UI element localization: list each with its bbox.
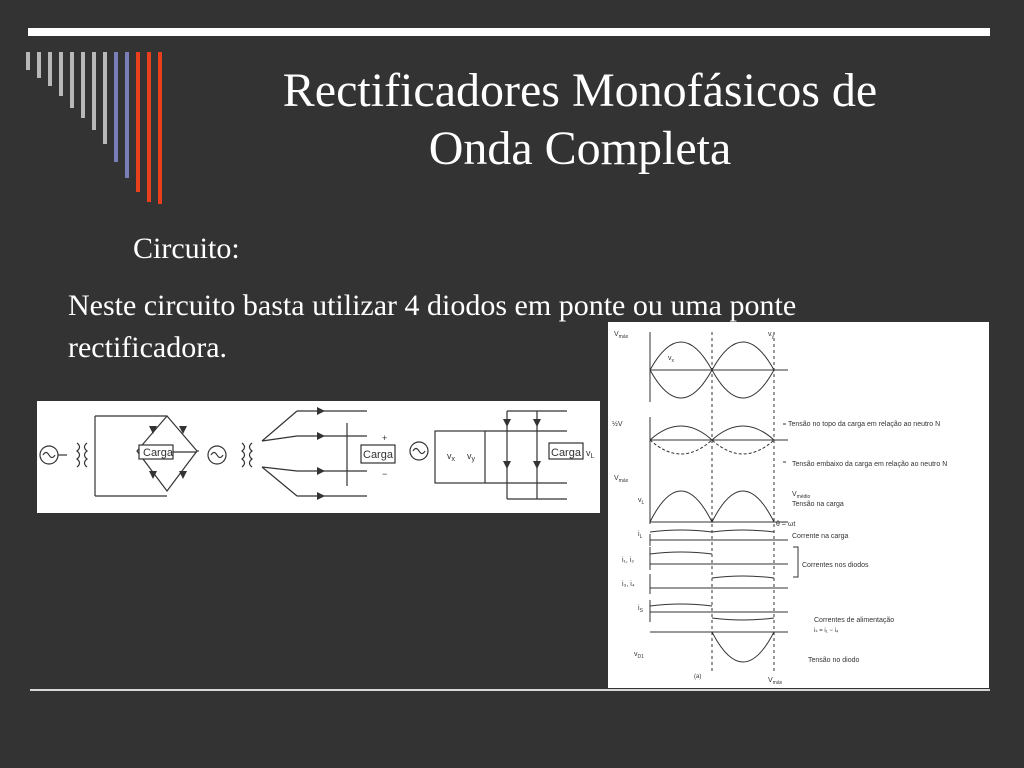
correntes-alimentacao-label: Correntes de alimentação	[814, 617, 894, 624]
circuit-schematics: Carga Carga Carga + − vx vy vL	[37, 401, 600, 513]
row-vd1-label: vD1	[634, 651, 644, 660]
alimentacao-equation: iₛ = i₁ − i₄	[814, 628, 839, 634]
wave-vx-label: vx	[668, 355, 675, 364]
decorative-stripes	[26, 52, 162, 204]
wave-vy-label: vy	[768, 331, 775, 340]
vmax-label-2: Vmáx	[614, 475, 629, 484]
vmax-label: Vmáx	[614, 331, 629, 340]
vy-label: vy	[467, 451, 476, 463]
minus-sign: −	[382, 469, 387, 479]
row-i34-label: i₃, i₄	[622, 581, 635, 588]
half-vmax-label: ½V	[612, 420, 623, 428]
body-line-2: rectificadora.	[68, 331, 228, 364]
subtitle: Circuito:	[133, 232, 240, 265]
bottom-rule	[30, 689, 990, 691]
title-line-2: Onda Completa	[428, 122, 732, 175]
correntes-diodos-label: Correntes nos diodos	[802, 562, 869, 569]
corrente-carga-label: Corrente na carga	[792, 533, 849, 540]
tensao-carga-label: Tensão na carga	[792, 501, 844, 508]
slide-title: Rectificadores Monofásicos de Onda Compl…	[200, 62, 960, 178]
body-paragraph: Neste circuito basta utilizar 4 diodos e…	[68, 285, 968, 369]
row-vl-label: vL	[638, 497, 645, 506]
annotation-top-voltage: Tensão no topo da carga em relação ao ne…	[788, 421, 940, 428]
body-line-1: Neste circuito basta utilizar 4 diodos e…	[68, 289, 797, 322]
annotation-bottom-voltage: Tensão embaixo da carga em relação ao ne…	[792, 461, 947, 468]
vx-label: vx	[447, 451, 456, 463]
row-i12-label: i₁, i₂	[622, 557, 634, 564]
vmedio-label: Vmédio	[792, 491, 811, 500]
row-il-label: iL	[638, 531, 643, 540]
row-is-label: iS	[638, 605, 644, 614]
load-label-3: Carga	[551, 447, 582, 459]
load-label-1: Carga	[143, 447, 174, 459]
vl-label: vL	[586, 448, 595, 460]
theta-label: θ = ωt	[776, 521, 795, 528]
tensao-diodo-label: Tensão no diodo	[808, 657, 859, 664]
waveform-figure: Vmáx ½V vx vy Tensão no topo da carga em…	[608, 322, 989, 688]
title-line-1: Rectificadores Monofásicos de	[282, 64, 878, 117]
figure-tag: (a)	[694, 674, 701, 680]
top-rule	[28, 28, 990, 36]
plus-sign: +	[382, 433, 387, 443]
load-label-2: Carga	[363, 449, 394, 461]
vmax-bottom-label: Vmáx	[768, 677, 783, 686]
